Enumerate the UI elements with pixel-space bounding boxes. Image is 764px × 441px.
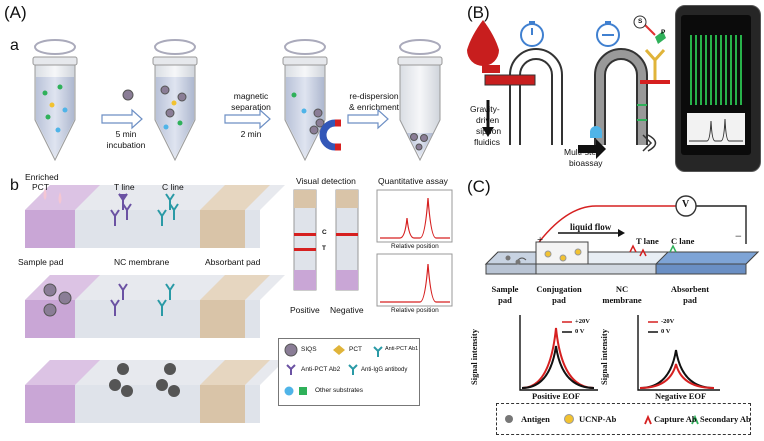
step3-label-2: & enrichment: [348, 102, 400, 112]
nc-membrane-c-1: NC: [615, 284, 629, 294]
neg-legend-2: 0 V: [661, 328, 671, 335]
positive-label: Positive: [290, 305, 320, 315]
strip-t-label: T: [322, 245, 326, 252]
phone-screen: [681, 15, 751, 155]
step1-label-1: 5 min: [115, 129, 137, 139]
signal-intensity-neg: Signal intensity: [599, 329, 609, 385]
nc-membrane-c-2: membrane: [602, 295, 642, 305]
c-lane-label: C lane: [671, 236, 695, 246]
step2-label-3: 2 min: [240, 129, 262, 139]
arrow-1: [101, 108, 143, 130]
legend-antigen: Antigen: [521, 414, 550, 424]
panel-a-legend: SIQS PCT Anti-PCT Ab1 Anti-PCT Ab2 Anti-…: [278, 338, 420, 406]
strip-1: [25, 185, 285, 248]
tube-1: [32, 39, 78, 162]
subpanel-b-tag: b: [10, 177, 19, 194]
pos-legend-2: 0 V: [575, 328, 585, 335]
subpanel-a-tag: a: [10, 37, 19, 54]
positive-plot: [376, 189, 453, 243]
legend-ucnp: UCNP-Ab: [579, 414, 617, 424]
negative-strip: [335, 189, 359, 291]
tube-2: [152, 39, 198, 162]
siphon-diagram: [467, 15, 670, 159]
absorbent-pad-1: Absorbent: [670, 284, 710, 294]
strip-c-label: C: [322, 229, 327, 236]
signal-intensity-pos: Signal intensity: [469, 329, 479, 385]
negative-label: Negative: [330, 305, 364, 315]
positive-eof-label: Positive EOF: [532, 391, 580, 401]
eof-plots: [519, 315, 720, 391]
t-line-label: T line: [114, 182, 135, 192]
s-label: S: [638, 18, 643, 25]
multistep-label-2: bioassay: [569, 158, 603, 168]
tubes-row: [32, 39, 443, 162]
gravity-label-2: driven: [476, 115, 500, 125]
legend-capture: Capture Ab: [654, 414, 697, 424]
sample-pad-c-1: Sample: [491, 284, 519, 294]
panel-c-legend: Antigen UCNP-Ab Capture Ab Secondary Ab: [496, 403, 751, 435]
conj-pad-2: pad: [552, 295, 566, 305]
legend-anti-pct-ab2: Anti-PCT Ab2: [301, 366, 341, 373]
enriched-label-2: PCT: [32, 182, 49, 192]
siqs-icon: [122, 89, 134, 101]
step2-label-1: magnetic: [233, 91, 269, 101]
legend-pct: PCT: [349, 346, 362, 353]
step1-label-2: incubation: [106, 140, 146, 150]
sample-pad-c-2: pad: [498, 295, 512, 305]
positive-strip: [293, 189, 317, 291]
legend-anti-pct-ab1: Anti-PCT Ab1: [385, 346, 419, 352]
gravity-label-4: fluidics: [474, 137, 500, 147]
step3-label-1: re-dispersion: [349, 91, 399, 101]
minus-sign: −: [735, 229, 742, 243]
arrow-2: [224, 108, 271, 130]
panel-b-tag: (B): [467, 3, 490, 22]
tube-4: [397, 39, 443, 162]
p-label: P: [661, 29, 666, 36]
quantitative-assay-label: Quantitative assay: [378, 176, 448, 186]
legend-secondary: Secondary Ab: [700, 414, 751, 424]
c-line-label: C line: [162, 182, 184, 192]
legend-other: Other substrates: [315, 387, 364, 394]
tube-3: [282, 39, 341, 162]
pos-legend-1: +20V: [575, 318, 590, 325]
negative-plot: [376, 253, 453, 307]
plot2-xlabel: Relative position: [391, 307, 439, 314]
visual-detection-strips: [293, 189, 359, 291]
legend-siqs: SIQS: [301, 346, 317, 353]
absorbant-pad-label: Absorbant pad: [205, 257, 261, 267]
neg-legend-1: -20V: [661, 318, 675, 325]
visual-detection-label: Visual detection: [296, 176, 356, 186]
plot1-xlabel: Relative position: [391, 243, 439, 250]
eof-strip: [484, 195, 760, 275]
arrow-3: [347, 108, 389, 130]
siphon-2: [594, 21, 648, 145]
plus-sign: +: [537, 234, 544, 246]
enriched-label-1: Enriched: [25, 172, 59, 182]
panel-a-tag: (A): [4, 3, 27, 22]
positive-eof-plot: [519, 315, 598, 391]
gravity-label-3: siphon: [476, 126, 502, 136]
liquid-flow-label: liquid flow: [570, 222, 612, 232]
t-lane-label: T lane: [636, 236, 659, 246]
voltmeter-label: V: [682, 199, 690, 210]
strip-3: [25, 360, 285, 423]
gravity-label-1: Gravity-: [470, 104, 500, 114]
quantitative-plots: [376, 189, 453, 307]
legend-anti-igg: Anti-IgG antibody: [361, 367, 408, 373]
conj-pad-1: Conjugation: [536, 284, 582, 294]
step2-label-2: separation: [231, 102, 271, 112]
negative-eof-label: Negative EOF: [655, 391, 707, 401]
absorbent-pad-2: pad: [683, 295, 697, 305]
nc-membrane-label: NC membrane: [114, 257, 170, 267]
negative-eof-plot: [637, 315, 720, 391]
sample-pad-label: Sample pad: [18, 257, 64, 267]
multistep-label-1: Multi-step: [564, 147, 601, 157]
panel-c-tag: (C): [467, 177, 491, 196]
strip-2: [25, 275, 285, 338]
lfa-strips: [25, 185, 285, 423]
